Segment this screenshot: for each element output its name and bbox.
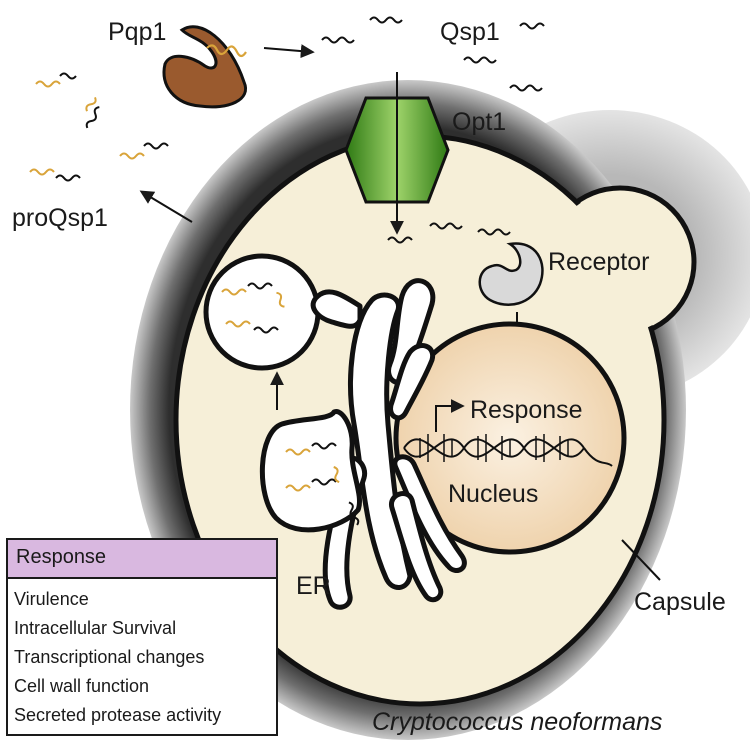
cleavage-arrow bbox=[263, 44, 315, 59]
response-list: Virulence Intracellular Survival Transcr… bbox=[8, 579, 276, 734]
response-table: Response Virulence Intracellular Surviva… bbox=[6, 538, 278, 736]
species-label: Cryptococcus neoformans bbox=[372, 708, 662, 736]
capsule-label: Capsule bbox=[634, 588, 726, 616]
er-peptides bbox=[285, 442, 360, 526]
proqsp1-peptides bbox=[29, 72, 169, 182]
pqp1-protease bbox=[162, 25, 248, 109]
receptor-protein bbox=[478, 242, 544, 306]
response-item-intracellular-survival: Intracellular Survival bbox=[14, 618, 177, 638]
dna-helix bbox=[403, 434, 613, 467]
qsp1-label: Qsp1 bbox=[440, 18, 500, 46]
qsp1-peptides bbox=[321, 16, 545, 244]
response-item-cell-wall-function: Cell wall function bbox=[14, 676, 150, 696]
response-table-title: Response bbox=[8, 540, 276, 579]
secretory-vesicle bbox=[203, 253, 321, 371]
nucleus bbox=[393, 321, 627, 555]
receptor-label: Receptor bbox=[548, 248, 649, 276]
nucleus-label: Nucleus bbox=[448, 480, 538, 508]
bud-neck-fill bbox=[549, 191, 691, 333]
response-item-virulence: Virulence bbox=[14, 589, 89, 609]
secretion-arrow bbox=[139, 190, 193, 223]
response-item-transcriptional-changes: Transcriptional changes bbox=[14, 647, 205, 667]
vesicle-peptides bbox=[221, 282, 285, 334]
proqsp1-label: proQsp1 bbox=[12, 204, 108, 232]
bound-peptide bbox=[206, 44, 247, 58]
transcription-arrow bbox=[435, 399, 465, 432]
endoplasmic-reticulum bbox=[259, 278, 467, 610]
capsule-pointer bbox=[621, 539, 661, 581]
opt1-label: Opt1 bbox=[452, 108, 506, 136]
pqp1-label: Pqp1 bbox=[108, 18, 166, 46]
er-label: ER bbox=[296, 572, 331, 600]
response-label: Response bbox=[470, 396, 583, 424]
response-item-secreted-protease-activity: Secreted protease activity bbox=[14, 705, 222, 725]
